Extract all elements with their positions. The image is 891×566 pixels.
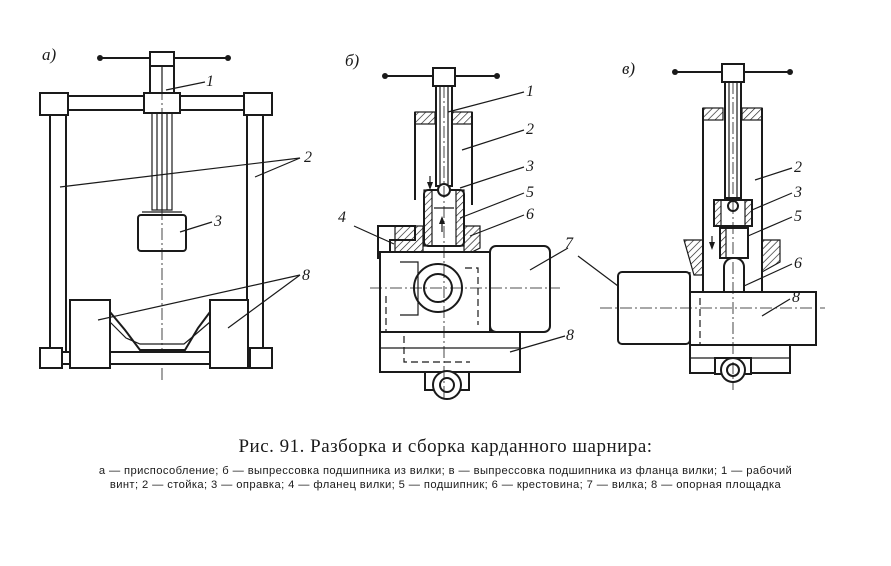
callout-a-8: 8 [302,267,310,284]
panel-v-label: в) [622,59,635,78]
callout-v-6: 6 [794,255,802,272]
callout-a-2: 2 [304,149,312,166]
callout-a-3: 3 [213,213,222,230]
panel-b-label: б) [345,51,360,70]
callout-b-5: 5 [526,184,534,201]
callout-a-1: 1 [206,73,214,90]
caption-title: Рис. 91. Разборка и сборка карданного ша… [238,436,653,457]
callout-b-4: 4 [338,209,346,226]
panel-a-label: а) [42,45,57,64]
callout-b-8: 8 [566,327,574,344]
caption-legend: а — приспособление; б — выпрессовка подш… [98,465,793,491]
callout-v-3: 3 [793,184,802,201]
callout-v-2: 2 [794,159,802,176]
callout-b-7: 7 [565,235,574,252]
panel-a-fixture: а) 1 [39,45,312,380]
panel-b-yoke-press: б) [338,51,574,400]
figure-drawing: а) 1 [39,45,825,400]
callout-v-5: 5 [794,208,802,225]
callout-b-1: 1 [526,83,534,100]
panel-v-flange-press: в) [600,59,825,390]
callout-v-8: 8 [792,289,800,306]
callout-b-6: 6 [526,206,534,223]
callout-b-3: 3 [525,158,534,175]
callout-b-2: 2 [526,121,534,138]
figure-caption: Рис. 91. Разборка и сборка карданного ша… [0,436,891,492]
